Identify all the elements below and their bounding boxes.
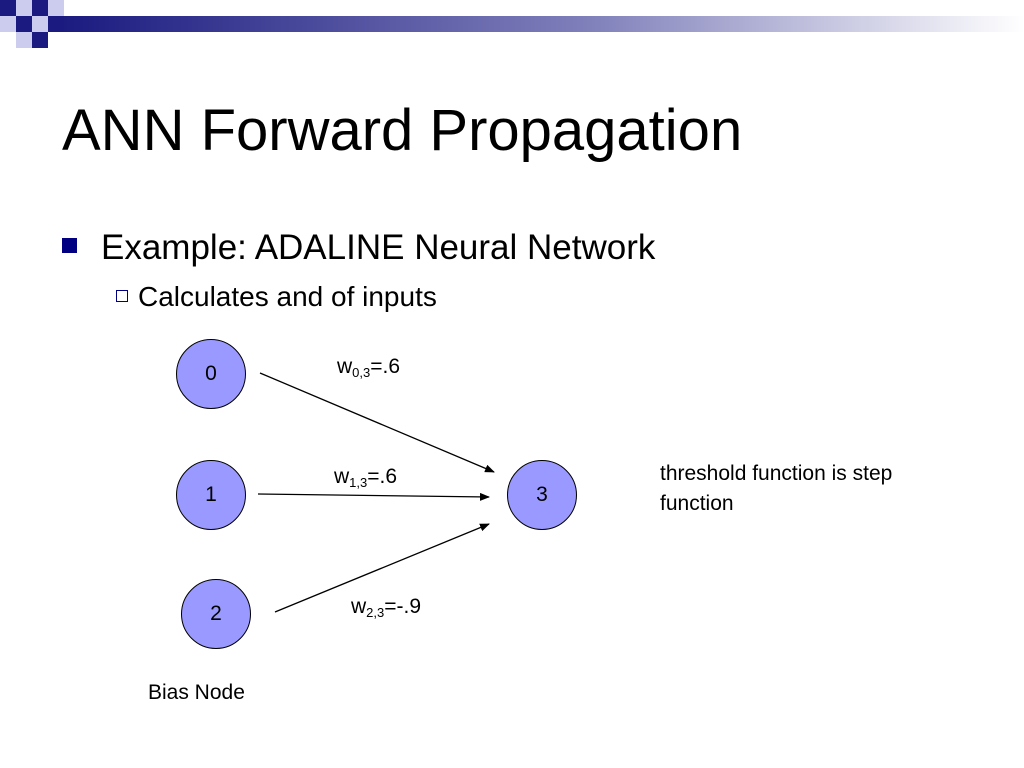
node-0: 0 [176,339,246,409]
header-banner [0,0,1024,48]
bullet-2-text: Calculates and of inputs [138,281,437,312]
bias-node-label: Bias Node [148,681,245,704]
node-3-output: 3 [507,460,577,530]
bullet-level-2: Calculates and of inputs [116,280,437,314]
node-2-bias: 2 [181,579,251,649]
threshold-note: threshold function is step function [660,462,893,515]
edge-0-3 [259,372,495,473]
edge-1-3 [257,492,490,501]
edge-2-3 [274,523,490,613]
weight-label-1-3: w1,3=.6 [334,465,398,490]
node-1: 1 [176,460,246,530]
weight-label-2-3: w2,3=-.9 [351,595,422,620]
hollow-square-bullet-icon [116,289,128,302]
square-bullet-icon [62,238,77,254]
weight-label-0-3: w0,3=.6 [337,355,401,380]
bullet-1-text: Example: ADALINE Neural Network [101,228,656,267]
bullet-level-1: Example: ADALINE Neural Network [62,226,655,270]
slide-title: ANN Forward Propagation [62,98,743,163]
